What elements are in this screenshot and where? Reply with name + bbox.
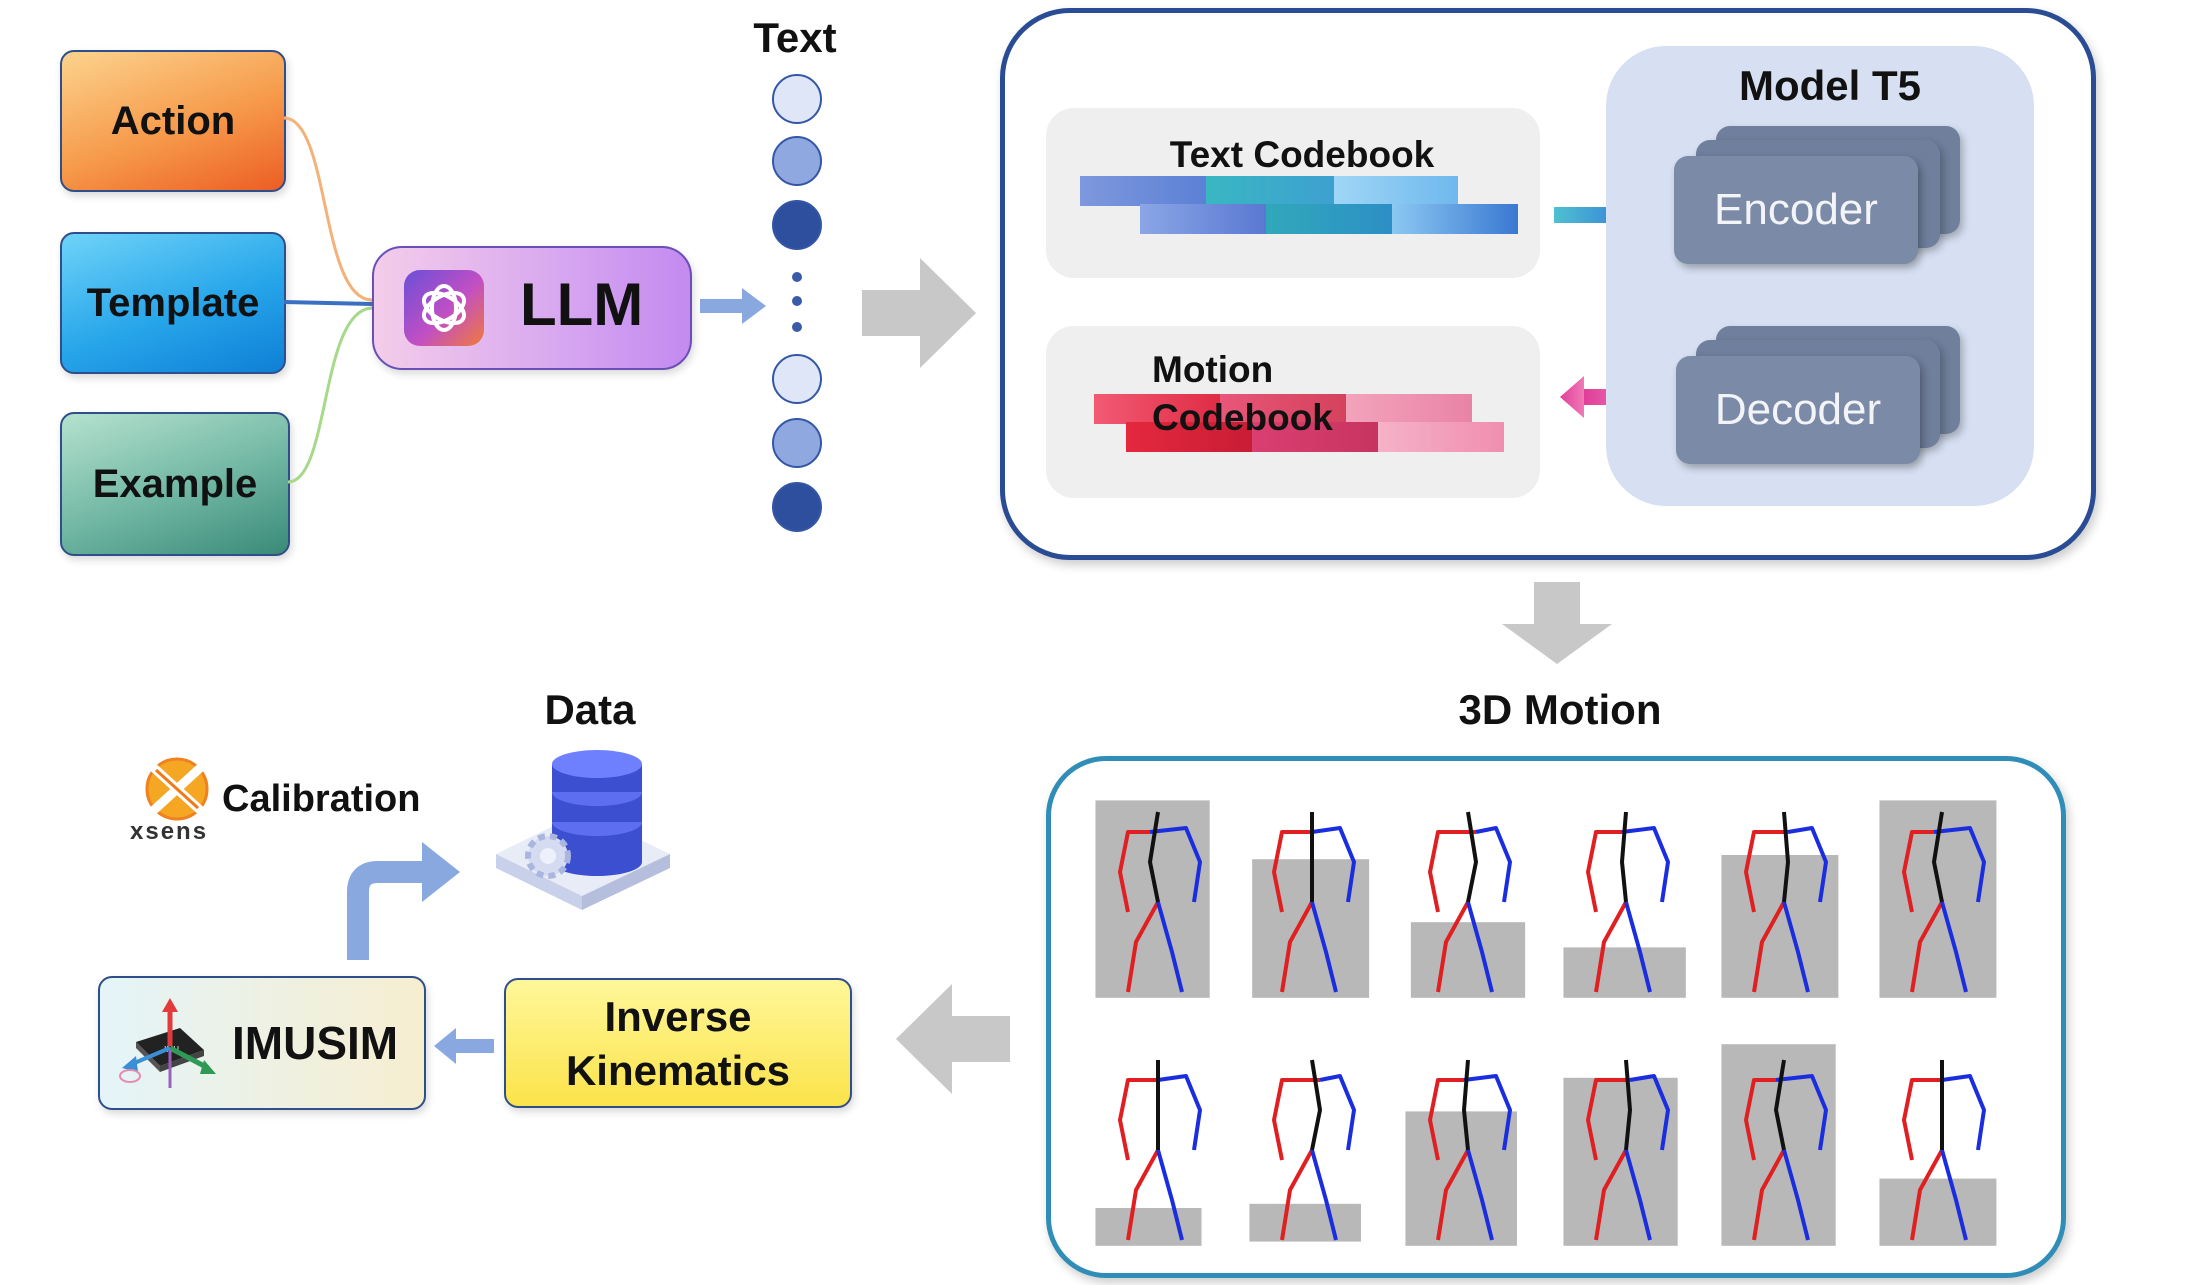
database-icon [496, 750, 670, 910]
calibration-label: Calibration [222, 778, 421, 820]
text-token-5 [772, 418, 822, 468]
example-label: Example [92, 461, 258, 506]
motion-codebook-bar-5 [1252, 422, 1378, 452]
openai-logo-icon [404, 270, 484, 346]
ellipsis-dot-3 [792, 322, 802, 332]
ellipsis-dot-1 [792, 272, 802, 282]
text-codebook-title: Text Codebook [1169, 134, 1435, 175]
tokens-to-model-arrow [862, 258, 976, 368]
encoder-label: Encoder [1714, 185, 1878, 234]
motion-frame [1874, 792, 2010, 1002]
motion-frame [1244, 792, 1380, 1002]
text-tokens-title: Text [753, 14, 837, 61]
motion-codebook-bar-4 [1126, 422, 1252, 452]
motion-frame [1090, 1040, 1226, 1250]
motion-frame [1090, 792, 1226, 1002]
motion-title: 3D Motion [1458, 686, 1662, 733]
action-label: Action [110, 98, 236, 143]
motion-frame [1400, 1040, 1536, 1250]
motion-codebook-title: Motion Codebook [1152, 346, 1333, 442]
ik-to-imusim-arrow [434, 1028, 494, 1064]
text-token-4 [772, 354, 822, 404]
motion-frame [1558, 1040, 1694, 1250]
example-box: Example [60, 412, 290, 556]
xsens-brand-text: xsens [130, 818, 209, 845]
text-token-6 [772, 482, 822, 532]
motion-codebook-bar-1 [1094, 394, 1220, 424]
text-codebook-bar-6 [1392, 204, 1518, 234]
motion-to-ik-arrow [896, 984, 1010, 1094]
model-to-motion-arrow [1502, 582, 1612, 664]
motion-frame [1400, 792, 1536, 1002]
text-codebook-bar-4 [1140, 204, 1266, 234]
text-codebook-bar-3 [1334, 176, 1458, 206]
text-token-1 [772, 74, 822, 124]
xsens-logo-icon [145, 757, 209, 821]
template-box: Template [60, 232, 286, 374]
imusim-to-data-arrow [347, 842, 460, 960]
model-t5-title: Model T5 [1738, 62, 1921, 109]
text-token-2 [772, 136, 822, 186]
imusim-box: IMU IMUSIM [98, 976, 426, 1110]
inverse-kinematics-box: Inverse Kinematics [504, 978, 852, 1108]
text-codebook-bar-1 [1080, 176, 1206, 206]
action-box: Action [60, 50, 286, 192]
imusim-label: IMUSIM [232, 1017, 399, 1069]
ik-line1: Inverse [604, 993, 752, 1040]
decoder-block: Decoder [1676, 356, 1920, 464]
llm-label: LLM [520, 271, 644, 338]
motion-codebook-line2: Codebook [1152, 397, 1333, 438]
template-label: Template [86, 280, 260, 325]
text-token-3 [772, 200, 822, 250]
motion-codebook-line1: Motion [1152, 349, 1274, 390]
llm-box: LLM [372, 246, 692, 370]
motion-frame [1874, 1040, 2010, 1250]
imu-chip-icon: IMU [119, 998, 216, 1088]
ellipsis-dot-2 [792, 296, 802, 306]
motion-codebook-bar-3 [1346, 394, 1472, 424]
decoder-label: Decoder [1714, 385, 1882, 434]
motion-frame [1716, 1040, 1852, 1250]
motion-frame [1716, 792, 1852, 1002]
ik-line2: Kinematics [565, 1047, 791, 1094]
text-codebook-bar-5 [1266, 204, 1392, 234]
motion-frame [1244, 1040, 1380, 1250]
data-title: Data [544, 686, 636, 733]
motion-frame [1558, 792, 1694, 1002]
motion-codebook-bar-2 [1220, 394, 1346, 424]
llm-to-tokens-arrow [700, 288, 766, 324]
motion-codebook-bar-6 [1378, 422, 1504, 452]
text-codebook-bar-2 [1206, 176, 1334, 206]
encoder-block: Encoder [1674, 156, 1918, 264]
